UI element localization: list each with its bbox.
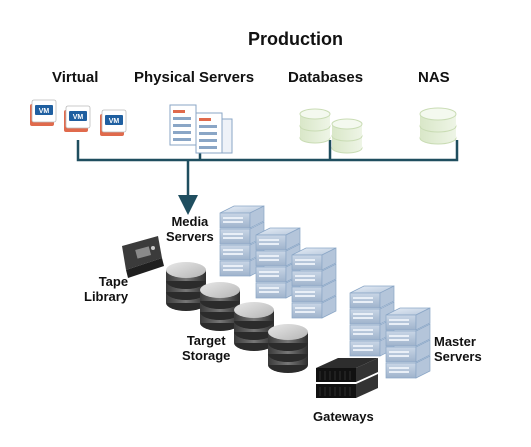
storage-disk-stack [268,324,308,373]
physical-servers-icon [169,104,233,154]
nas-icon [419,107,457,145]
databases-icon [299,108,363,154]
vm-icon: VM [100,109,127,136]
server-stack [349,285,395,357]
gateways-icon [316,358,378,398]
server-stack [291,247,337,319]
storage-disk-stack [166,262,206,311]
bus-line [76,140,459,162]
master-servers-icon [349,285,431,379]
label-databases: Databases [288,69,364,86]
production-bus [76,140,459,215]
storage-disk-stack [200,282,240,331]
vm-icon: VM [64,105,91,132]
vm-badge-text: VM [73,114,84,121]
storage-disk-stack [234,302,274,351]
server-stack [385,307,431,379]
label-gateways: Gateways [313,409,374,424]
media-servers-icon [219,205,337,319]
label-physical-servers: Physical Servers [134,69,255,86]
label-target-storage: Target Storage [182,333,231,363]
label-virtual: Virtual [52,69,99,86]
label-nas: NAS [418,69,450,86]
vm-icon: VM [30,99,57,126]
target-storage-icon [166,262,308,373]
tape-library-icon [122,236,164,278]
vm-badge-text: VM [109,118,120,125]
diagram-title: Production [248,29,343,49]
label-media-servers: Media Servers [166,214,214,244]
vm-badge-text: VM [39,108,50,115]
label-master-servers: Master Servers [434,334,482,364]
label-tape-library: Tape Library [84,274,129,304]
vm-cluster-icon: VM VM VM [30,99,127,136]
